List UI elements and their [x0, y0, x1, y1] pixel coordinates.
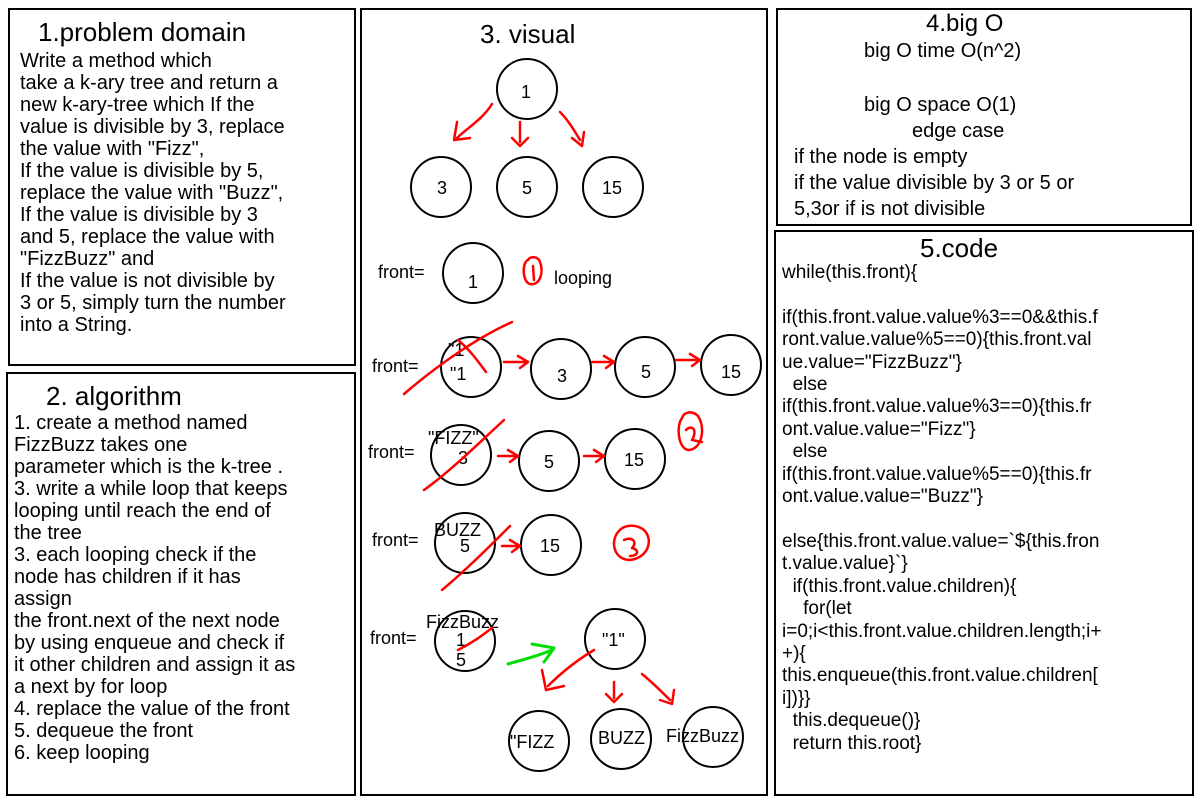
tree-node-child-2-label: 5 — [522, 178, 533, 198]
front-node-step-1 — [442, 242, 504, 304]
big-o-panel: 4.big O big O time O(n^2) big O space O(… — [776, 8, 1192, 226]
front-label-step-3: front= — [368, 442, 415, 462]
front-node-step-3-new-value: "FIZZ" — [428, 428, 479, 448]
queue-node-step-2-3-label: 15 — [721, 362, 742, 382]
big-o-title: 4.big O — [926, 10, 1004, 37]
front-label-step-1: front= — [378, 262, 425, 282]
queue-node-step-2-2-label: 5 — [641, 362, 652, 382]
result-node-child-3 — [682, 706, 744, 768]
tree-node-root — [496, 58, 558, 120]
result-node-child-3-label: FizzBuzz — [666, 726, 740, 746]
front-node-step-5-old-value-1: 1 — [456, 630, 467, 650]
tree-node-root-label: 1 — [521, 82, 532, 102]
queue-node-step-2-2 — [614, 336, 676, 398]
front-node-step-3-old-value: 3 — [458, 448, 469, 468]
big-o-space: big O space O(1) — [864, 94, 1017, 116]
algorithm-title: 2. algorithm — [46, 381, 182, 411]
annotation-strokes — [402, 102, 704, 706]
front-node-step-5-old-value-2: 5 — [456, 650, 467, 670]
front-label-step-4: front= — [372, 530, 419, 550]
code-text: while(this.front){ if(this.front.value.v… — [782, 262, 1102, 754]
result-node-child-1 — [508, 710, 570, 772]
front-node-step-2-new-value: "1 — [448, 340, 465, 360]
visual-panel: 3. visual 1 3 5 15 front= 1 looping fron… — [360, 8, 768, 796]
tree-node-child-3 — [582, 156, 644, 218]
front-node-step-5-new-value: FizzBuzz — [426, 612, 500, 632]
queue-node-step-3-2-label: 15 — [624, 450, 645, 470]
result-node-child-2-label: BUZZ — [598, 728, 645, 748]
front-label-step-5: front= — [370, 628, 417, 648]
big-o-time: big O time O(n^2) — [864, 40, 1022, 62]
problem-domain-panel: 1.problem domain Write a method which ta… — [8, 8, 356, 366]
algorithm-text: 1. create a method named FizzBuzz takes … — [14, 412, 296, 764]
visual-title: 3. visual — [480, 19, 576, 49]
queue-node-step-4-1-label: 15 — [540, 536, 561, 556]
problem-domain-text: Write a method which take a k-ary tree a… — [20, 50, 286, 336]
result-node-child-1-label: "FIZZ — [510, 732, 555, 752]
code-panel: 5.code while(this.front){ if(this.front.… — [774, 230, 1194, 796]
result-node-root — [584, 608, 646, 670]
front-node-step-2-old-value: "1 — [450, 364, 467, 384]
queue-node-step-2-1-label: 3 — [557, 366, 568, 386]
edge-case-text: if the node is empty if the value divisi… — [794, 146, 1075, 220]
result-node-root-label: "1" — [602, 630, 625, 650]
looping-label: looping — [554, 268, 613, 288]
queue-node-step-2-1 — [530, 338, 592, 400]
code-title: 5.code — [920, 233, 999, 263]
front-label-step-2: front= — [372, 356, 419, 376]
edge-case-title: edge case — [912, 120, 1005, 142]
tree-node-child-3-label: 15 — [602, 178, 623, 198]
queue-node-step-3-1-label: 5 — [544, 452, 555, 472]
result-node-child-2 — [590, 708, 652, 770]
tree-node-child-2 — [496, 156, 558, 218]
front-node-step-4-old-value: 5 — [460, 536, 471, 556]
tree-node-child-1 — [410, 156, 472, 218]
tree-node-child-1-label: 3 — [437, 178, 448, 198]
front-node-step-4-new-value: BUZZ — [434, 520, 481, 540]
front-node-step-1-label: 1 — [468, 272, 479, 292]
problem-domain-title: 1.problem domain — [38, 17, 247, 47]
algorithm-panel: 2. algorithm 1. create a method named Fi… — [6, 372, 356, 796]
